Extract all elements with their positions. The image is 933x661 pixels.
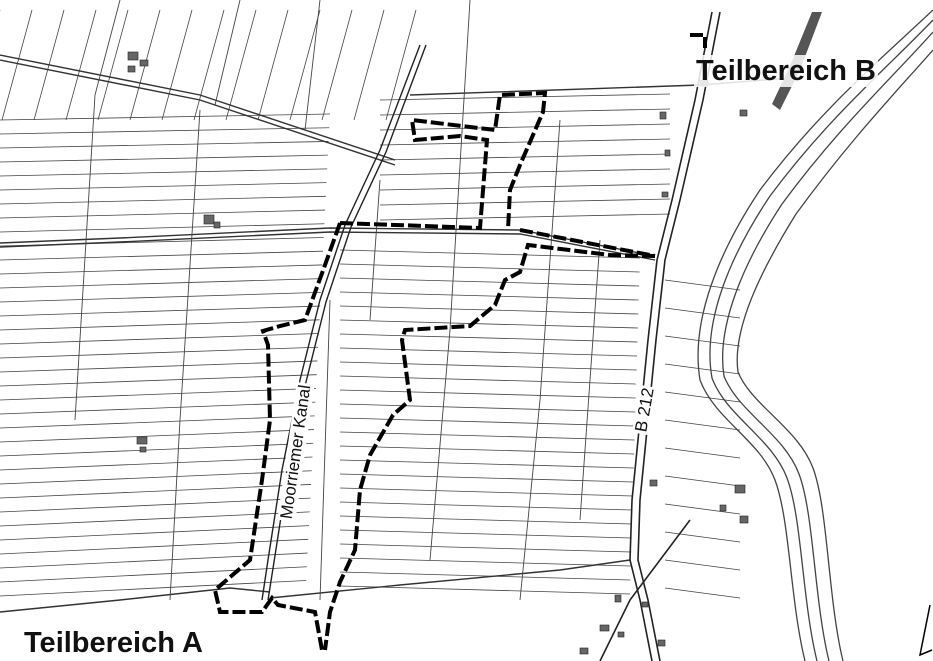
road-b212 [599,11,721,661]
river-dike [697,9,933,661]
parcel-lines [0,9,741,599]
plan-boundary [212,33,707,651]
north-arrow-icon [918,604,933,657]
area-label-a: Teilbereich A [22,627,205,659]
area-label-b: Teilbereich B [694,55,878,87]
canal-line [261,44,427,601]
field-ditches [74,0,601,601]
